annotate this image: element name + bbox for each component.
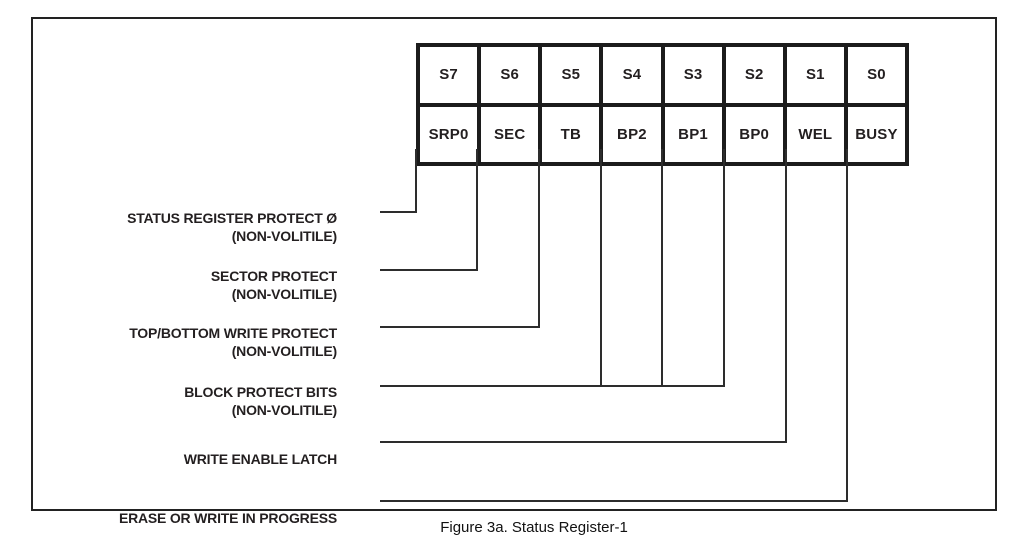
annotation-label-line: SECTOR PROTECT xyxy=(210,268,337,284)
annotation-label-line: (NON-VOLITILE) xyxy=(231,343,337,359)
bit-number-cell: S2 xyxy=(721,43,787,107)
bit-number-cell: S1 xyxy=(782,43,848,107)
bit-number-cell: S4 xyxy=(599,43,665,107)
bit-name-cell: SEC xyxy=(477,102,543,166)
annotation-label-line: (NON-VOLITILE) xyxy=(231,228,337,244)
bit-name-cell: SRP0 xyxy=(415,102,482,166)
annotation-label-line: (NON-VOLITILE) xyxy=(231,286,337,302)
annotation-label: STATUS REGISTER PROTECT Ø (NON-VOLITILE) xyxy=(127,209,337,245)
bit-drop-line xyxy=(599,149,602,387)
annotation-label-line: ERASE OR WRITE IN PROGRESS xyxy=(118,510,337,526)
annotation-rule xyxy=(380,500,849,502)
bit-name-cell: BP0 xyxy=(721,102,787,166)
bit-drop-line xyxy=(661,149,664,387)
annotation-rule xyxy=(380,326,541,328)
annotation-rule xyxy=(380,441,787,443)
annotation-label: TOP/BOTTOM WRITE PROTECT (NON-VOLITILE) xyxy=(129,324,337,360)
bit-drop-line xyxy=(784,149,787,443)
bit-number-cell: S3 xyxy=(660,43,726,107)
bit-name-cell: BUSY xyxy=(843,102,910,166)
annotation-rule xyxy=(380,385,725,387)
bit-name-cell: BP1 xyxy=(660,102,726,166)
bit-drop-line xyxy=(538,149,541,328)
annotation-label: BLOCK PROTECT BITS (NON-VOLITILE) xyxy=(184,383,337,419)
annotation-label: WRITE ENABLE LATCH xyxy=(184,450,337,468)
annotation-rule xyxy=(380,269,479,271)
bit-drop-line xyxy=(846,149,849,502)
annotation-label-line: STATUS REGISTER PROTECT Ø xyxy=(127,210,337,226)
bit-drop-line xyxy=(476,149,479,271)
annotation-label-line: TOP/BOTTOM WRITE PROTECT xyxy=(129,325,337,341)
bit-number-cell: S7 xyxy=(415,43,482,107)
annotation-rule xyxy=(380,211,417,213)
bit-number-cell: S5 xyxy=(538,43,604,107)
bit-name-cell: TB xyxy=(538,102,604,166)
bit-name-cell: WEL xyxy=(782,102,848,166)
annotation-label: SECTOR PROTECT (NON-VOLITILE) xyxy=(211,267,337,303)
bit-number-cell: S0 xyxy=(843,43,910,107)
bit-name-cell: BP2 xyxy=(599,102,665,166)
annotation-label: ERASE OR WRITE IN PROGRESS xyxy=(119,509,337,527)
annotation-label-line: (NON-VOLITILE) xyxy=(231,402,337,418)
bit-number-cell: S6 xyxy=(477,43,543,107)
annotation-label-line: BLOCK PROTECT BITS xyxy=(184,384,337,400)
figure-caption: Figure 3a. Status Register-1 xyxy=(440,519,628,536)
bit-drop-line xyxy=(722,149,725,387)
annotation-label-line: WRITE ENABLE LATCH xyxy=(183,451,337,467)
bit-drop-line xyxy=(414,149,417,213)
